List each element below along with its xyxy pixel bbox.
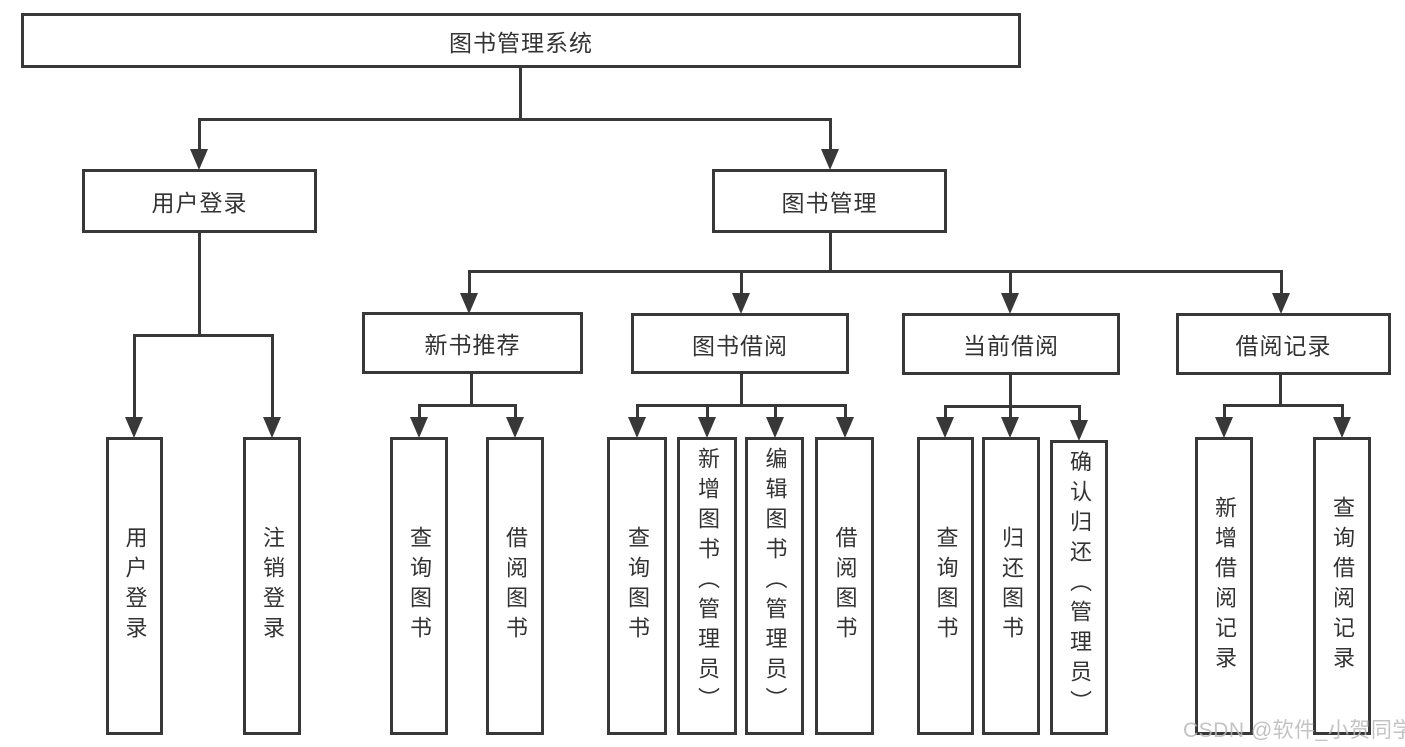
arrow-down-icon <box>263 417 281 438</box>
node-label: 借阅图书 <box>832 526 858 646</box>
node-user-login-branch: 用户登录 <box>82 169 317 233</box>
arrow-down-icon <box>1215 417 1233 438</box>
node-label: 查询图书 <box>625 526 650 646</box>
connector-line <box>198 118 201 153</box>
connector-line <box>468 270 471 295</box>
arrow-down-icon <box>460 293 478 314</box>
connector-line <box>1009 405 1012 419</box>
connector-line <box>1223 404 1226 419</box>
connector-line <box>1009 270 1012 295</box>
connector-line <box>706 404 709 419</box>
leaf-borrow-books-recommend: 借阅图书 <box>486 437 544 735</box>
leaf-query-books-current: 查询图书 <box>917 437 974 735</box>
connector-line <box>944 405 1081 408</box>
connector-line <box>198 233 201 337</box>
connector-line <box>1341 404 1344 419</box>
node-label: 用户登录 <box>151 190 248 216</box>
node-label: 新增图书（管理员） <box>695 447 720 717</box>
node-label: 编辑图书（管理员） <box>762 447 788 717</box>
connector-line <box>133 334 274 337</box>
node-label: 当前借阅 <box>963 333 1059 359</box>
connector-line <box>514 404 517 419</box>
connector-line <box>774 404 777 419</box>
connector-line <box>198 118 832 121</box>
arrow-down-icon <box>766 417 784 438</box>
leaf-query-borrow-record: 查询借阅记录 <box>1313 437 1371 735</box>
connector-line <box>1009 375 1012 407</box>
node-label: 新增借阅记录 <box>1212 496 1237 676</box>
connector-line <box>1279 375 1282 407</box>
leaf-logout: 注销登录 <box>243 437 301 735</box>
node-label: 归还图书 <box>999 526 1024 646</box>
node-new-book-recommendation: 新书推荐 <box>362 312 583 374</box>
leaf-query-books-recommend: 查询图书 <box>390 437 448 735</box>
connector-line <box>418 404 421 419</box>
node-current-borrowing: 当前借阅 <box>902 313 1120 375</box>
node-label: 查询借阅记录 <box>1330 496 1355 676</box>
arrow-down-icon <box>1333 417 1351 438</box>
node-label: 查询图书 <box>933 526 959 646</box>
node-label: 查询图书 <box>407 526 432 646</box>
connector-line <box>418 404 516 407</box>
connector-line <box>740 374 743 407</box>
connector-line <box>519 68 522 120</box>
leaf-user-login: 用户登录 <box>106 437 163 735</box>
arrow-down-icon <box>125 417 143 438</box>
arrow-down-icon <box>732 293 750 314</box>
node-label: 借阅图书 <box>503 526 528 646</box>
arrow-down-icon <box>821 149 839 170</box>
connector-line <box>636 404 639 419</box>
leaf-confirm-return-admin: 确认归还（管理员） <box>1050 440 1108 735</box>
connector-line <box>1223 404 1343 407</box>
arrow-down-icon <box>506 417 524 438</box>
node-label: 注销登录 <box>260 526 285 646</box>
node-label: 新书推荐 <box>424 332 521 358</box>
connector-line <box>1078 405 1081 422</box>
node-borrowing-records: 借阅记录 <box>1176 313 1391 375</box>
node-label: 借阅记录 <box>1235 333 1332 359</box>
node-label: 用户登录 <box>122 526 148 646</box>
connector-line <box>844 404 847 419</box>
connector-line <box>740 270 743 295</box>
arrow-down-icon <box>1070 420 1088 441</box>
arrow-down-icon <box>698 417 716 438</box>
arrow-down-icon <box>1001 417 1019 438</box>
connector-line <box>470 374 473 407</box>
node-label: 确认归还（管理员） <box>1067 450 1092 720</box>
node-label: 图书管理系统 <box>449 29 593 56</box>
connector-line <box>133 334 136 419</box>
arrow-down-icon <box>1272 293 1290 314</box>
leaf-borrow-books-borrowing: 借阅图书 <box>815 437 874 735</box>
connector-line <box>829 232 832 272</box>
arrow-down-icon <box>190 149 208 170</box>
connector-line <box>636 404 846 407</box>
connector-line <box>468 270 1282 273</box>
node-label: 图书管理 <box>781 190 878 216</box>
arrow-down-icon <box>1001 293 1019 314</box>
connector-line <box>944 405 947 419</box>
node-book-management-branch: 图书管理 <box>712 169 947 233</box>
connector-line <box>1280 270 1283 295</box>
leaf-query-books-borrowing: 查询图书 <box>607 437 667 735</box>
leaf-add-book-admin: 新增图书（管理员） <box>677 437 737 735</box>
node-root: 图书管理系统 <box>21 13 1021 68</box>
connector-line <box>829 118 832 153</box>
arrow-down-icon <box>936 417 954 438</box>
node-book-borrowing: 图书借阅 <box>631 313 849 374</box>
leaf-add-borrow-record: 新增借阅记录 <box>1195 437 1253 735</box>
leaf-return-books: 归还图书 <box>982 437 1040 735</box>
csdn-watermark: CSDN @软件_小贺同学 <box>1183 719 1405 742</box>
arrow-down-icon <box>836 417 854 438</box>
arrow-down-icon <box>628 417 646 438</box>
arrow-down-icon <box>410 417 428 438</box>
connector-line <box>271 334 274 419</box>
leaf-edit-book-admin: 编辑图书（管理员） <box>745 437 804 735</box>
node-label: 图书借阅 <box>692 332 788 359</box>
